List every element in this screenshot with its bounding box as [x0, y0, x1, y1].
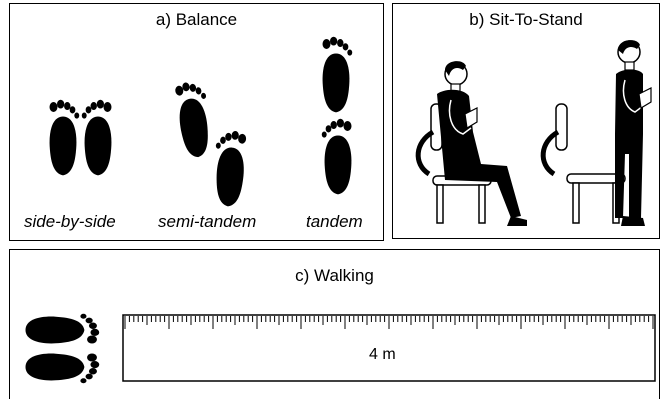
footprint-icon	[212, 130, 247, 208]
standing-person-icon	[615, 40, 651, 226]
footprint-icon	[25, 354, 99, 384]
distance-label: 4 m	[369, 346, 396, 364]
footprint-icon	[323, 37, 353, 113]
sit-to-stand-figures	[393, 4, 661, 240]
walking-panel: c) Walking 4 m	[9, 249, 660, 399]
footprint-icon	[174, 80, 214, 159]
balance-footprints	[10, 4, 385, 242]
footprint-icon	[322, 119, 352, 195]
stance-caption: tandem	[306, 212, 363, 232]
balance-panel: a) Balance side-by-side semi-tandem tand…	[9, 3, 384, 241]
chair-icon	[543, 104, 625, 223]
footprint-icon	[82, 100, 112, 176]
walking-figure	[10, 250, 661, 400]
stance-caption: semi-tandem	[158, 212, 256, 232]
sit-to-stand-panel: b) Sit-To-Stand	[392, 3, 660, 239]
footprint-icon	[50, 100, 80, 176]
footprint-icon	[25, 314, 99, 344]
stance-caption: side-by-side	[24, 212, 116, 232]
